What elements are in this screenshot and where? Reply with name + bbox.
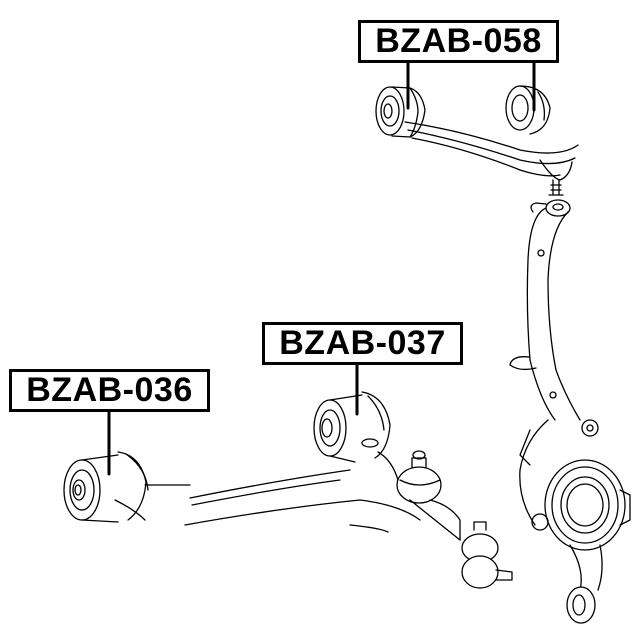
lower-control-arm [63,391,513,589]
part-label-bzab-058[interactable]: BZAB-058 [358,20,559,63]
upper-leader-lines [406,60,536,112]
upper-control-arm [375,85,579,196]
lower-leader-lines [107,362,359,476]
part-label-bzab-037[interactable]: BZAB-037 [262,322,463,365]
steering-knuckle [509,199,631,624]
part-label-bzab-036[interactable]: BZAB-036 [9,369,210,412]
